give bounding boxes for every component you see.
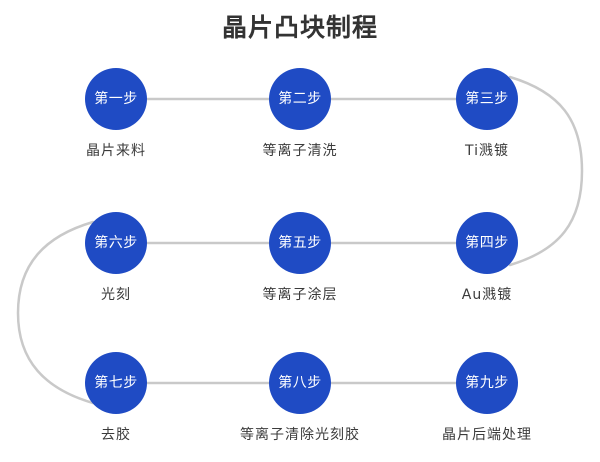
step-label-7: 去胶: [101, 427, 131, 443]
step-label-5: 等离子涂层: [262, 287, 338, 303]
step-label-2: 等离子清洗: [262, 143, 338, 159]
edge-step6-step7: [16, 220, 95, 405]
flow-node-step-7[interactable]: 第七步 去胶: [53, 352, 179, 444]
step-circle-2[interactable]: 第二步: [269, 68, 331, 130]
step-label-8: 等离子清除光刻胶: [240, 427, 360, 443]
step-label-1: 晶片来料: [86, 143, 146, 159]
edge-step3-step4: [508, 75, 584, 267]
page-title: 晶片凸块制程: [221, 13, 378, 42]
step-circle-5[interactable]: 第五步: [269, 212, 331, 274]
step-label-9: 晶片后端处理: [442, 427, 532, 443]
step-circle-1[interactable]: 第一步: [85, 68, 147, 130]
step-circle-6[interactable]: 第六步: [85, 212, 147, 274]
step-circle-8[interactable]: 第八步: [269, 352, 331, 414]
flow-node-step-9[interactable]: 第九步 晶片后端处理: [424, 352, 550, 444]
step-circle-7[interactable]: 第七步: [85, 352, 147, 414]
flow-node-step-6[interactable]: 第六步 光刻: [53, 212, 179, 304]
step-label-4: Au溅镀: [461, 287, 513, 303]
flow-node-step-1[interactable]: 第一步 晶片来料: [53, 68, 179, 160]
flow-node-step-8[interactable]: 第八步 等离子清除光刻胶: [237, 352, 363, 444]
flow-node-step-3[interactable]: 第三步 Ti溅镀: [424, 68, 550, 160]
step-circle-3[interactable]: 第三步: [456, 68, 518, 130]
flow-node-step-5[interactable]: 第五步 等离子涂层: [237, 212, 363, 304]
step-circle-9[interactable]: 第九步: [456, 352, 518, 414]
step-label-3: Ti溅镀: [464, 143, 509, 159]
step-circle-4[interactable]: 第四步: [456, 212, 518, 274]
step-label-6: 光刻: [101, 287, 131, 303]
flow-node-step-2[interactable]: 第二步 等离子清洗: [237, 68, 363, 160]
flow-node-step-4[interactable]: 第四步 Au溅镀: [424, 212, 550, 304]
